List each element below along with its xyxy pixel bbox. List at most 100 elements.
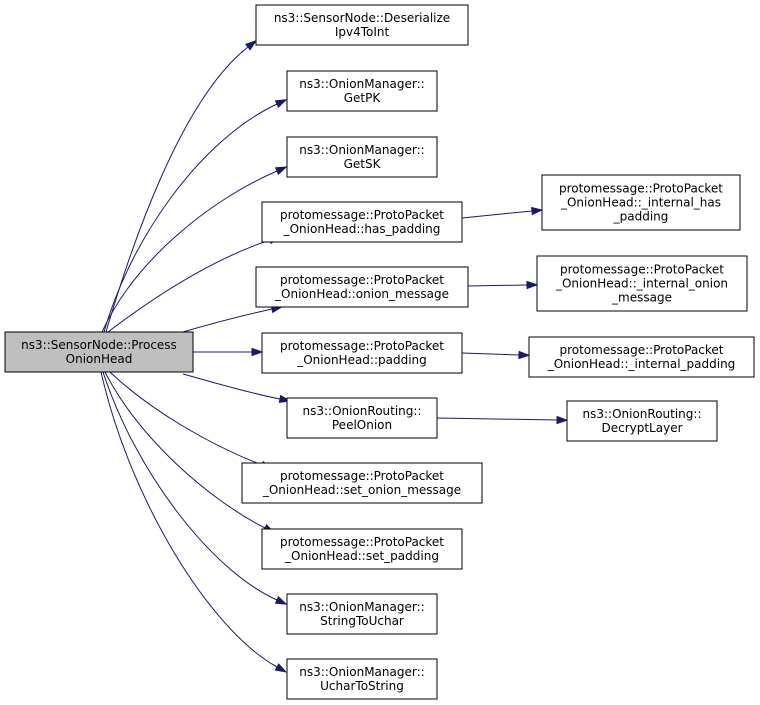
graph-node[interactable]: ns3::OnionManager::UcharToString xyxy=(286,658,438,700)
node-label: StringToUchar xyxy=(320,614,404,628)
arrowhead-icon xyxy=(531,206,544,216)
node-box[interactable] xyxy=(566,400,718,442)
graph-node[interactable]: protomessage::ProtoPacket_OnionHead::_in… xyxy=(541,174,741,231)
edge-root-n7 xyxy=(182,373,292,404)
node-box[interactable] xyxy=(536,255,748,312)
arrowhead-icon xyxy=(245,39,258,51)
node-label: Ipv4ToInt xyxy=(335,25,390,39)
edge-root-n8 xyxy=(109,371,273,470)
arrowhead-icon xyxy=(274,99,288,109)
graph-node[interactable]: protomessage::ProtoPacket_OnionHead::_in… xyxy=(528,336,755,378)
graph-node[interactable]: ns3::OnionRouting::PeelOnion xyxy=(286,397,438,439)
node-label: ns3::OnionManager:: xyxy=(299,600,424,614)
node-box[interactable] xyxy=(261,201,463,243)
node-box[interactable] xyxy=(286,70,438,112)
node-label: _OnionHead::onion_message xyxy=(274,287,449,301)
node-box[interactable] xyxy=(286,397,438,439)
graph-node[interactable]: protomessage::ProtoPacket_OnionHead::has… xyxy=(261,201,463,243)
node-label: ns3::OnionManager:: xyxy=(299,143,424,157)
graph-node[interactable]: protomessage::ProtoPacket_OnionHead::set… xyxy=(261,528,463,570)
node-label: protomessage::ProtoPacket xyxy=(559,182,723,196)
arrowhead-icon xyxy=(556,415,569,425)
edge-line xyxy=(467,284,528,287)
edge-root-n1 xyxy=(105,39,258,333)
edge-n6-n14 xyxy=(461,350,531,360)
edge-line xyxy=(103,103,278,333)
edge-root-n2 xyxy=(103,99,288,333)
node-label: UcharToString xyxy=(320,679,404,693)
edge-line xyxy=(100,371,278,668)
edge-root-n6 xyxy=(193,347,264,357)
edge-root-n4 xyxy=(107,236,281,333)
node-box[interactable] xyxy=(255,4,469,46)
node-label: _OnionHead::padding xyxy=(296,353,427,367)
graph-node[interactable]: protomessage::ProtoPacket_OnionHead::set… xyxy=(241,462,483,504)
graph-node[interactable]: ns3::OnionManager::StringToUchar xyxy=(286,593,438,635)
node-box[interactable] xyxy=(286,593,438,635)
edge-root-n10 xyxy=(102,371,288,605)
node-label: protomessage::ProtoPacket xyxy=(280,273,444,287)
node-label: protomessage::ProtoPacket xyxy=(280,208,444,222)
node-label: _OnionHead::_internal_onion xyxy=(555,277,728,291)
graph-node[interactable]: protomessage::ProtoPacket_OnionHead::pad… xyxy=(261,332,463,374)
edge-root-n9 xyxy=(104,371,276,534)
node-label: GetSK xyxy=(344,157,382,171)
node-box[interactable] xyxy=(4,331,194,373)
graph-node[interactable]: ns3::OnionManager::GetSK xyxy=(286,136,438,178)
node-label: OnionHead xyxy=(66,352,133,366)
edge-root-n11 xyxy=(100,371,288,673)
node-box[interactable] xyxy=(286,658,438,700)
node-label: protomessage::ProtoPacket xyxy=(559,343,723,357)
node-label: DecryptLayer xyxy=(601,421,682,435)
node-label: PeelOnion xyxy=(332,418,392,432)
graph-node[interactable]: protomessage::ProtoPacket_OnionHead::_in… xyxy=(536,255,748,312)
graph-node[interactable]: ns3::OnionRouting::DecryptLayer xyxy=(566,400,718,442)
node-box[interactable] xyxy=(261,528,463,570)
edge-line xyxy=(105,46,249,333)
edge-n4-n12 xyxy=(461,206,544,219)
arrowhead-icon xyxy=(251,347,264,357)
edge-line xyxy=(182,308,273,333)
edge-n5-n13 xyxy=(467,280,539,290)
node-box[interactable] xyxy=(541,174,741,231)
node-label: _OnionHead::_internal_padding xyxy=(547,357,736,371)
arrowhead-icon xyxy=(274,595,288,605)
node-label: ns3::SensorNode::Deserialize xyxy=(274,11,450,25)
edge-line xyxy=(182,373,281,400)
edge-line xyxy=(461,352,520,356)
node-label: _message xyxy=(611,291,672,305)
node-label: ns3::OnionManager:: xyxy=(299,77,424,91)
node-label: protomessage::ProtoPacket xyxy=(280,469,444,483)
graph-node[interactable]: protomessage::ProtoPacket_OnionHead::oni… xyxy=(255,266,469,308)
node-label: protomessage::ProtoPacket xyxy=(280,535,444,549)
graph-node[interactable]: ns3::OnionManager::GetPK xyxy=(286,70,438,112)
node-box[interactable] xyxy=(241,462,483,504)
node-label: _padding xyxy=(613,210,669,224)
node-label: _OnionHead::_internal_has xyxy=(560,196,721,210)
node-box[interactable] xyxy=(261,332,463,374)
node-label: _OnionHead::has_padding xyxy=(283,222,441,236)
node-box[interactable] xyxy=(255,266,469,308)
node-label: ns3::OnionRouting:: xyxy=(302,404,421,418)
edge-line xyxy=(461,210,533,219)
edge-line xyxy=(436,417,558,421)
edge-n7-n15 xyxy=(436,415,569,425)
arrowhead-icon xyxy=(526,280,539,290)
node-box[interactable] xyxy=(528,336,755,378)
node-label: _OnionHead::set_padding xyxy=(284,549,439,563)
node-label: protomessage::ProtoPacket xyxy=(560,263,724,277)
edge-root-n5 xyxy=(182,305,284,333)
arrowhead-icon xyxy=(274,663,288,673)
node-box[interactable] xyxy=(286,136,438,178)
edge-line xyxy=(107,239,271,333)
node-label: protomessage::ProtoPacket xyxy=(280,339,444,353)
arrowhead-icon xyxy=(274,166,288,176)
node-label: ns3::OnionRouting:: xyxy=(582,407,701,421)
arrowhead-icon xyxy=(518,350,531,360)
edge-line xyxy=(101,170,278,333)
node-label: _OnionHead::set_onion_message xyxy=(262,483,461,497)
